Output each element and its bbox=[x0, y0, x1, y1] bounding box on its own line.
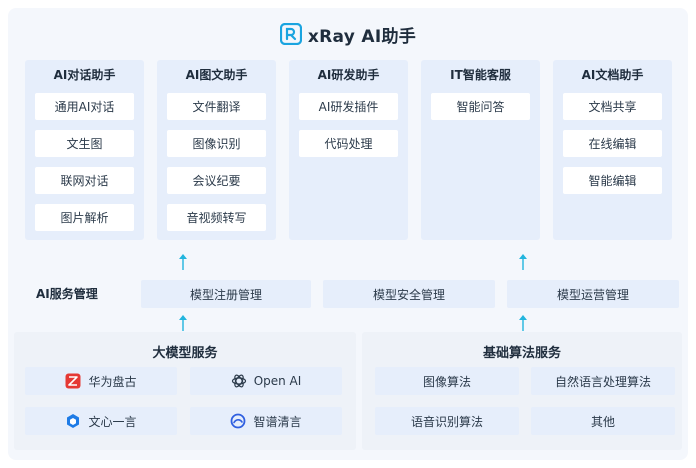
arrow-up-icon bbox=[519, 315, 527, 331]
page-title: xRay AI助手 bbox=[307, 26, 417, 47]
panel-algorithm-services: 基础算法服务 图像算法 自然语言处理算法 语音识别算法 其他 bbox=[362, 332, 682, 450]
column-it-service: IT智能客服 智能问答 bbox=[421, 60, 540, 240]
service-label: 华为盘古 bbox=[88, 374, 137, 389]
mgmt-model-security[interactable]: 模型安全管理 bbox=[323, 280, 495, 308]
service-label: Open AI bbox=[253, 374, 302, 388]
item[interactable]: 在线编辑 bbox=[563, 130, 662, 157]
column-title: AI图文助手 bbox=[185, 68, 248, 82]
item[interactable]: 代码处理 bbox=[299, 130, 398, 157]
item[interactable]: 智能问答 bbox=[431, 93, 530, 120]
algorithm-speech[interactable]: 语音识别算法 bbox=[375, 407, 519, 435]
column-ai-dev: AI研发助手 AI研发插件 代码处理 bbox=[289, 60, 408, 240]
item[interactable]: 音视频转写 bbox=[167, 204, 266, 231]
panel-title: 基础算法服务 bbox=[482, 346, 561, 361]
service-zhipu[interactable]: 智谱清言 bbox=[190, 407, 342, 435]
algorithm-nlp[interactable]: 自然语言处理算法 bbox=[531, 367, 675, 395]
service-wenxin[interactable]: 文心一言 bbox=[25, 407, 177, 435]
item[interactable]: 文档共享 bbox=[563, 93, 662, 120]
item[interactable]: 文件翻译 bbox=[167, 93, 266, 120]
item[interactable]: 会议纪要 bbox=[167, 167, 266, 194]
item[interactable]: 图像识别 bbox=[167, 130, 266, 157]
header: xRay AI助手 bbox=[0, 18, 696, 50]
mgmt-model-registration[interactable]: 模型注册管理 bbox=[141, 280, 311, 308]
service-label: 文心一言 bbox=[88, 414, 137, 429]
management-label: AI服务管理 bbox=[36, 287, 98, 301]
mgmt-model-operation[interactable]: 模型运营管理 bbox=[507, 280, 679, 308]
item[interactable]: 图片解析 bbox=[35, 204, 134, 231]
xray-logo-icon bbox=[279, 23, 302, 45]
column-title: AI文档助手 bbox=[581, 68, 644, 82]
item[interactable]: 通用AI对话 bbox=[35, 93, 134, 120]
column-ai-image-text: AI图文助手 文件翻译 图像识别 会议纪要 音视频转写 bbox=[157, 60, 276, 240]
wenxin-icon bbox=[67, 414, 80, 428]
panel-model-services: 大模型服务 华为盘古 Open AI 文心一言 智谱清言 bbox=[14, 332, 356, 450]
column-title: IT智能客服 bbox=[450, 68, 511, 82]
column-title: AI对话助手 bbox=[53, 68, 116, 82]
huawei-pangu-icon bbox=[65, 373, 81, 389]
item[interactable]: AI研发插件 bbox=[299, 93, 398, 120]
arrow-up-icon bbox=[179, 254, 187, 270]
item[interactable]: 智能编辑 bbox=[563, 167, 662, 194]
arrow-up-icon bbox=[519, 254, 527, 270]
service-openai[interactable]: Open AI bbox=[190, 367, 342, 395]
column-ai-chat: AI对话助手 通用AI对话 文生图 联网对话 图片解析 bbox=[25, 60, 144, 240]
column-title: AI研发助手 bbox=[317, 68, 380, 82]
item[interactable]: 文生图 bbox=[35, 130, 134, 157]
service-label: 智谱清言 bbox=[253, 414, 302, 429]
panel-title: 大模型服务 bbox=[152, 346, 218, 361]
algorithm-other[interactable]: 其他 bbox=[531, 407, 675, 435]
item[interactable]: 联网对话 bbox=[35, 167, 134, 194]
zhipu-icon bbox=[231, 413, 246, 429]
arrow-up-icon bbox=[179, 315, 187, 331]
service-huawei-pangu[interactable]: 华为盘古 bbox=[25, 367, 177, 395]
column-ai-doc: AI文档助手 文档共享 在线编辑 智能编辑 bbox=[553, 60, 672, 240]
algorithm-image[interactable]: 图像算法 bbox=[375, 367, 519, 395]
openai-icon bbox=[231, 374, 246, 388]
